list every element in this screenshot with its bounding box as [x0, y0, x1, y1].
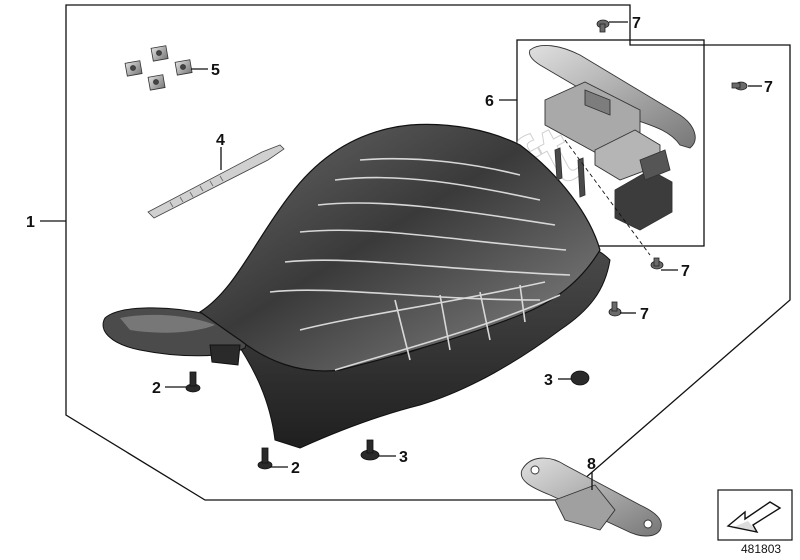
leader-lines	[40, 21, 762, 490]
callout-7: 7	[632, 15, 641, 32]
callout-5: 5	[211, 62, 220, 79]
assembly-frame	[65, 4, 791, 501]
buffer-parts	[185, 370, 590, 470]
callout-7: 7	[681, 263, 690, 280]
callout-8: 8	[587, 456, 596, 473]
spring-nuts-illustration	[124, 45, 193, 91]
callout-2: 2	[291, 460, 300, 477]
diagram-id: 481803	[741, 542, 781, 556]
bracket-illustration	[520, 457, 662, 537]
callout-6: 6	[485, 93, 494, 110]
arrow-box	[717, 489, 793, 541]
callout-4: 4	[216, 132, 225, 149]
callout-1: 1	[26, 214, 35, 231]
callout-3: 3	[544, 372, 553, 389]
callout-2: 2	[152, 380, 161, 397]
seat-lock-illustration	[529, 44, 696, 256]
callout-7: 7	[764, 79, 773, 96]
return-arrow-icon	[726, 501, 782, 533]
cable-strap-illustration	[147, 144, 285, 219]
screw-parts	[596, 19, 748, 317]
callouts: 1 2 2 3 3 4 5 6 7 7 7 7 8	[26, 15, 773, 477]
callout-3: 3	[399, 449, 408, 466]
callout-7: 7	[640, 306, 649, 323]
seat-illustration	[102, 123, 611, 449]
